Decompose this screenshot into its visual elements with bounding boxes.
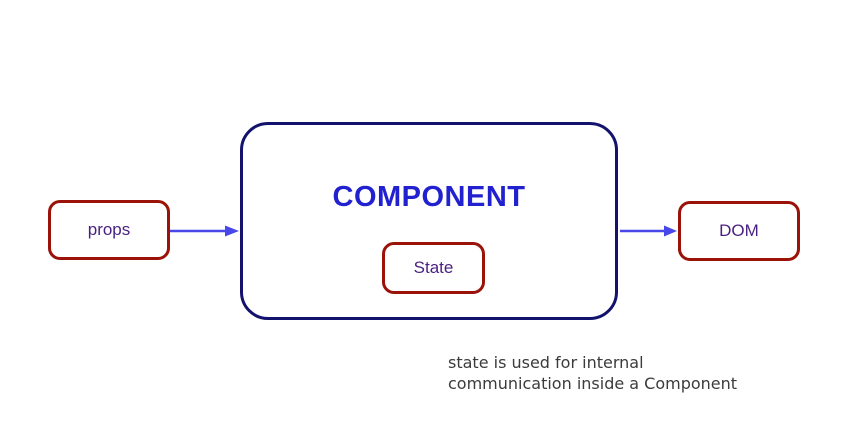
dom-label: DOM: [719, 221, 759, 240]
caption-line-2: communication inside a Component: [448, 374, 738, 393]
state-label: State: [413, 258, 454, 277]
caption: state is used for internal communication…: [448, 352, 737, 394]
arrow-right-icon: [620, 225, 677, 237]
component-title: COMPONENT: [332, 181, 526, 213]
state-node: State: [382, 242, 485, 294]
arrow-head: [664, 225, 677, 237]
component-node: COMPONENT State: [240, 122, 618, 320]
dom-node: DOM: [678, 201, 800, 261]
arrow-head: [225, 225, 239, 237]
props-label: props: [87, 220, 131, 239]
caption-line-1: state is used for internal: [448, 353, 644, 372]
arrow-right-icon: [170, 225, 239, 237]
props-node: props: [48, 200, 170, 260]
